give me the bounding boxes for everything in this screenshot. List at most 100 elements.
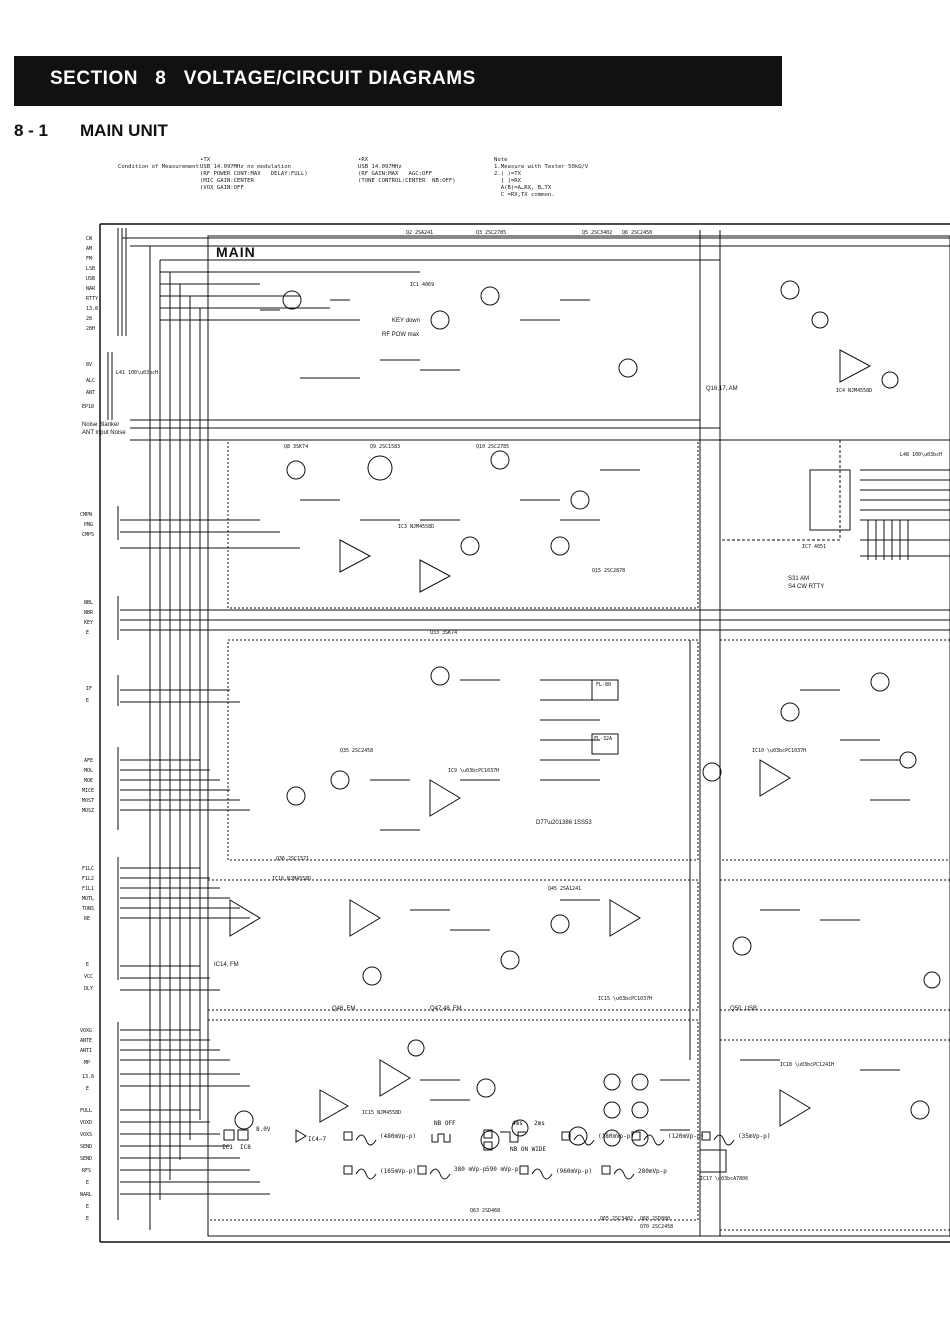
svg-text:Q35 2SC2458: Q35 2SC2458 — [340, 748, 373, 754]
svg-text:Noise Blanker: Noise Blanker — [82, 422, 119, 428]
svg-text:F1L1: F1L1 — [82, 886, 94, 892]
section-banner: SECTION 8 VOLTAGE/CIRCUIT DIAGRAMS — [14, 56, 782, 106]
svg-text:Q36 2SC1571: Q36 2SC1571 — [276, 856, 309, 862]
subsection-title: MAIN UNIT — [80, 121, 168, 140]
condition-label: Condition of Measurement — [118, 164, 199, 170]
svg-text:L48 100\u03bcH: L48 100\u03bcH — [900, 452, 942, 458]
waveform-3: 380 mVp-p — [454, 1166, 487, 1173]
waveform-5: (120mVp-p) — [668, 1133, 705, 1140]
svg-text:CMPN: CMPN — [80, 512, 92, 518]
ic-legend-2: IC4∼7 — [308, 1136, 327, 1143]
svg-text:Q3 2SC2785: Q3 2SC2785 — [476, 230, 506, 236]
svg-text:NBL: NBL — [84, 600, 93, 606]
svg-text:IC18 \u03bcPC1241H: IC18 \u03bcPC1241H — [780, 1062, 834, 1068]
time-b: 2ms — [534, 1120, 545, 1127]
svg-text:VOXD: VOXD — [80, 1120, 92, 1126]
svg-text:RE: RE — [84, 916, 90, 922]
svg-text:FM: FM — [86, 256, 92, 262]
svg-text:D77\u201386 1SS53: D77\u201386 1SS53 — [536, 820, 592, 826]
svg-text:MOSZ: MOSZ — [82, 808, 94, 814]
ic-legend-voltage: 8.0V — [256, 1126, 271, 1133]
svg-text:Q68 2SD880: Q68 2SD880 — [640, 1216, 670, 1222]
svg-text:Q50, USB: Q50, USB — [730, 1006, 757, 1012]
waveform-7: (960mVp-p) — [556, 1168, 593, 1175]
svg-text:Q70 2SC2458: Q70 2SC2458 — [640, 1224, 673, 1230]
svg-text:13.8: 13.8 — [86, 306, 98, 312]
svg-text:USB: USB — [86, 276, 95, 282]
svg-text:IC7 4051: IC7 4051 — [802, 544, 826, 550]
svg-text:PNG: PNG — [84, 522, 93, 528]
svg-text:NAR: NAR — [86, 286, 96, 292]
nb-on-label: NB ON WIDE — [510, 1146, 547, 1153]
svg-text:IF: IF — [86, 686, 92, 692]
nb-off-label: NB OFF — [434, 1120, 456, 1127]
svg-text:28H: 28H — [86, 326, 95, 332]
svg-text:NBR: NBR — [84, 610, 94, 616]
waveform-4: (180mVp-p) — [598, 1133, 635, 1140]
svg-text:E: E — [86, 1216, 89, 1222]
svg-text:NARL: NARL — [80, 1192, 92, 1198]
svg-text:F1LC: F1LC — [82, 866, 94, 872]
condition-tx: •TX USB 14.097MHz no modulation (RF POWE… — [200, 157, 308, 191]
svg-text:ANTI: ANTI — [80, 1048, 92, 1054]
waveform-1: (480mVp-p) — [380, 1133, 417, 1140]
svg-text:EP18: EP18 — [82, 404, 94, 410]
svg-text:IC4 NJM4558D: IC4 NJM4558D — [836, 388, 872, 394]
svg-text:VCC: VCC — [84, 974, 93, 980]
svg-text:E: E — [86, 698, 89, 704]
svg-text:S31 AM: S31 AM — [788, 576, 809, 582]
svg-text:VOXG: VOXG — [80, 1028, 92, 1034]
svg-text:IC9 \u03bcPC1037H: IC9 \u03bcPC1037H — [448, 768, 499, 774]
svg-text:CMPS: CMPS — [82, 532, 94, 538]
svg-text:RFS: RFS — [82, 1168, 91, 1174]
svg-text:FULL: FULL — [80, 1108, 92, 1114]
svg-text:IC15 \u03bcPC1037H: IC15 \u03bcPC1037H — [598, 996, 652, 1002]
svg-text:Q65 2SC3402: Q65 2SC3402 — [600, 1216, 633, 1222]
svg-text:F1L2: F1L2 — [82, 876, 94, 882]
svg-text:IC16 NJM4558D: IC16 NJM4558D — [272, 876, 311, 882]
svg-text:Q46, FM: Q46, FM — [332, 1006, 355, 1012]
svg-text:E: E — [86, 1086, 89, 1092]
svg-text:MOL: MOL — [84, 768, 93, 774]
svg-text:ANT: ANT — [86, 390, 95, 396]
svg-text:S4 CW RTTY: S4 CW RTTY — [788, 584, 824, 590]
svg-text:ANTE: ANTE — [80, 1038, 92, 1044]
waveform-8: 280mVp-p — [638, 1168, 667, 1175]
svg-text:KEY down: KEY down — [392, 318, 420, 324]
svg-text:FL-80: FL-80 — [596, 682, 611, 688]
svg-text:MOTL: MOTL — [82, 896, 94, 902]
svg-text:Q2 2SA241: Q2 2SA241 — [406, 230, 433, 236]
svg-text:VOXS: VOXS — [80, 1132, 92, 1138]
svg-text:ANT input Noise: ANT input Noise — [82, 430, 126, 436]
svg-text:Q6 2SC2458: Q6 2SC2458 — [622, 230, 652, 236]
svg-text:Q9 2SC1583: Q9 2SC1583 — [370, 444, 400, 450]
svg-text:Q15 2SC2878: Q15 2SC2878 — [592, 568, 625, 574]
svg-text:28: 28 — [86, 316, 92, 322]
svg-text:E: E — [86, 1204, 89, 1210]
svg-text:LSB: LSB — [86, 266, 95, 272]
svg-text:TONS: TONS — [82, 906, 94, 912]
svg-text:AFE: AFE — [84, 758, 93, 764]
svg-text:Q63 2SD468: Q63 2SD468 — [470, 1208, 500, 1214]
svg-text:DLY: DLY — [84, 986, 93, 992]
svg-text:E: E — [86, 630, 89, 636]
svg-text:E: E — [86, 1180, 89, 1186]
waveform-3b: 590 mVp-p — [486, 1166, 519, 1173]
svg-text:Q5 2SC3402: Q5 2SC3402 — [582, 230, 612, 236]
condition-rx: •RX USB 14.097MHz (RF GAIN:MAX AGC:OFF (… — [358, 157, 456, 184]
svg-text:Q45 2SA1241: Q45 2SA1241 — [548, 886, 581, 892]
board-label: MAIN — [216, 244, 256, 260]
svg-text:Q10 2SC2785: Q10 2SC2785 — [476, 444, 509, 450]
subsection-number: 8 - 1 — [14, 121, 49, 140]
svg-text:ALC: ALC — [86, 378, 95, 384]
svg-text:Q33 3SK74: Q33 3SK74 — [430, 630, 457, 636]
svg-text:E: E — [86, 962, 89, 968]
svg-text:IC3 NJM4558D: IC3 NJM4558D — [398, 524, 434, 530]
svg-text:IC14, FM: IC14, FM — [214, 962, 239, 968]
svg-text:SEND: SEND — [80, 1156, 92, 1162]
svg-text:RTTY: RTTY — [86, 296, 98, 302]
svg-text:Q8 3SK74: Q8 3SK74 — [284, 444, 308, 450]
